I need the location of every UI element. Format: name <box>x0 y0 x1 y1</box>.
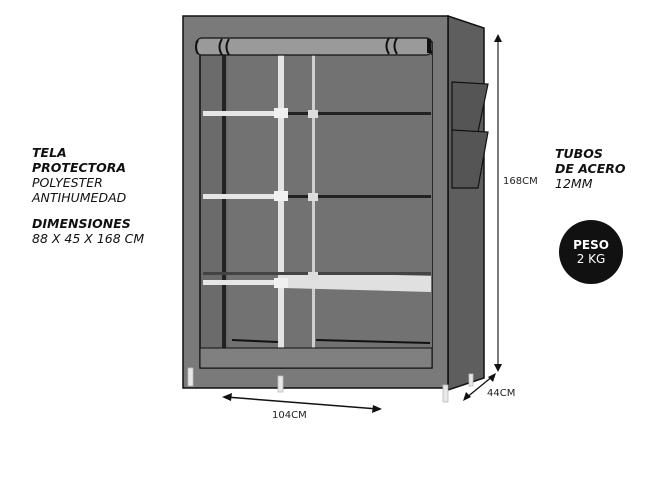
tubes-title-line1: TUBOS <box>555 146 603 161</box>
weight-value: 2 KG <box>576 252 606 266</box>
fabric-material: POLYESTER <box>32 175 103 190</box>
width-dimension-arrow <box>222 393 382 413</box>
tubes-title-line2: DE ACERO <box>555 161 626 176</box>
dimensions-title: DIMENSIONES <box>32 216 131 231</box>
fabric-title-line1: TELA <box>32 145 67 160</box>
shelves <box>203 108 431 292</box>
tubes-value: 12MM <box>555 176 593 191</box>
fabric-specs: TELA PROTECTORA POLYESTER ANTIHUMEDAD DI… <box>32 145 144 246</box>
depth-label: 44CM <box>487 388 516 399</box>
side-pocket-bottom <box>451 129 489 189</box>
fabric-title-line2: PROTECTORA <box>32 160 127 175</box>
weight-label: PESO <box>573 238 609 252</box>
tube-specs: TUBOS DE ACERO 12MM <box>555 146 626 191</box>
depth-dimension-arrow <box>463 373 496 401</box>
wardrobe-side-panel <box>447 14 485 392</box>
vertical-tube <box>278 55 284 355</box>
fabric-feature: ANTIHUMEDAD <box>32 190 127 205</box>
height-label: 168CM <box>503 176 538 187</box>
width-label: 104CM <box>272 410 307 421</box>
vertical-tube-back <box>312 55 315 355</box>
height-dimension-arrow <box>494 34 502 372</box>
weight-badge: PESO 2 KG <box>559 220 623 284</box>
dimensions-value: 88 X 45 X 168 CM <box>32 231 145 246</box>
legs <box>187 367 474 403</box>
